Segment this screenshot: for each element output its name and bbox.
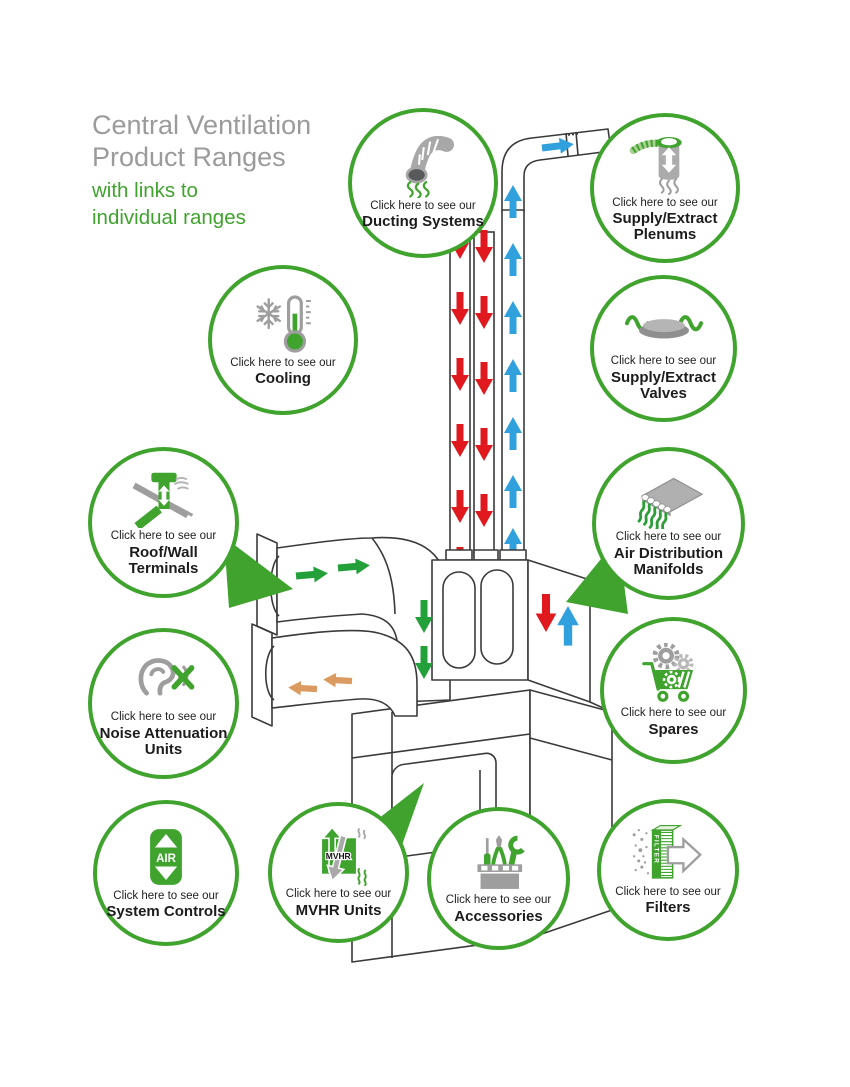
intake-duct-drawing <box>256 533 451 703</box>
title-line-2: Product Ranges <box>92 141 286 172</box>
cta-text: Click here to see our <box>370 199 476 212</box>
cta-text: Click here to see our <box>110 711 217 724</box>
cta-text: Click here to see our <box>110 530 217 543</box>
circle-label: Air Distribution Manifolds <box>613 544 724 578</box>
circle-label: Accessories <box>454 907 543 925</box>
cta-text: Click here to see our <box>612 196 718 209</box>
noise-attenuation-link[interactable]: Click here to see our Noise Attenuation … <box>88 628 239 779</box>
system-controls-link[interactable]: AIR Click here to see our System Control… <box>93 800 239 946</box>
cta-text: Click here to see our <box>610 355 717 368</box>
extract-flow-arrows <box>451 226 493 583</box>
filter-label: FILTER <box>653 835 660 864</box>
filter-arrow-icon: FILTER <box>632 824 703 879</box>
circle-label: Cooling <box>255 370 311 388</box>
accessories-link[interactable]: Click here to see our Accessories <box>427 807 570 950</box>
ducting-systems-link[interactable]: Click here to see our Ducting Systems <box>348 108 498 258</box>
subtitle-line-1: with links to <box>92 179 198 203</box>
exhaust-duct-drawing <box>251 623 418 727</box>
supply-flow-arrows <box>504 136 575 561</box>
circle-label: System Controls <box>106 903 226 921</box>
extract-ducts <box>449 229 495 557</box>
cta-text: Click here to see our <box>230 356 336 369</box>
cta-text: Click here to see our <box>620 707 727 720</box>
plenums-link[interactable]: Click here to see our Supply/Extract Ple… <box>590 113 740 263</box>
circle-label: Spares <box>648 720 699 738</box>
circle-label: Supply/Extract Plenums <box>612 210 718 244</box>
thermometer-snowflake-icon <box>256 295 311 353</box>
filters-link[interactable]: FILTER Click here to see our Filters <box>597 799 739 941</box>
subtitle-line-2: individual ranges <box>92 205 246 229</box>
circle-label: Supply/Extract Valves <box>610 368 717 402</box>
unit-flow-arrows <box>287 557 579 697</box>
flexible-duct-icon <box>405 135 454 198</box>
circle-label: Roof/Wall Terminals <box>128 543 199 577</box>
valves-link[interactable]: Click here to see our Supply/Extract Val… <box>590 275 737 422</box>
air-label: AIR <box>156 853 177 865</box>
circle-label: MVHR Units <box>295 901 382 919</box>
spares-link[interactable]: Click here to see our Spares <box>600 617 747 764</box>
manifold-icon <box>637 478 703 530</box>
cta-text: Click here to see our <box>615 531 722 544</box>
cta-text: Click here to see our <box>445 894 552 907</box>
title-line-1: Central Ventilation <box>92 110 312 140</box>
cta-text: Click here to see our <box>285 888 392 901</box>
air-arrows-icon: AIR <box>150 829 182 885</box>
circle-label: Ducting Systems <box>362 213 484 231</box>
attenuator-drawing <box>431 549 591 703</box>
ear-noise-icon <box>138 658 194 696</box>
mvhr-arrows-icon: MVHR <box>320 826 367 887</box>
ceiling-valve-icon <box>624 315 703 339</box>
mvhr-units-link[interactable]: MVHR Click here to see our MVHR Units <box>268 802 409 943</box>
roof-wall-terminals-link[interactable]: Click here to see our Roof/Wall Terminal… <box>88 447 239 598</box>
circle-label: Noise Attenuation Units <box>99 724 228 758</box>
tools-icon <box>476 835 525 890</box>
mvhr-label: MVHR <box>325 851 350 861</box>
air-distribution-manifolds-link[interactable]: Click here to see our Air Distribution M… <box>592 447 745 600</box>
circle-label: Filters <box>645 899 691 917</box>
cta-text: Click here to see our <box>615 885 721 898</box>
cta-text: Click here to see our <box>113 889 219 902</box>
plenum-icon <box>629 136 682 195</box>
roof-terminal-icon <box>131 473 193 529</box>
page-title: Central Ventilation Product Ranges with … <box>92 110 362 231</box>
cart-gears-icon <box>641 643 693 703</box>
cooling-link[interactable]: Click here to see our Cooling <box>208 265 358 415</box>
